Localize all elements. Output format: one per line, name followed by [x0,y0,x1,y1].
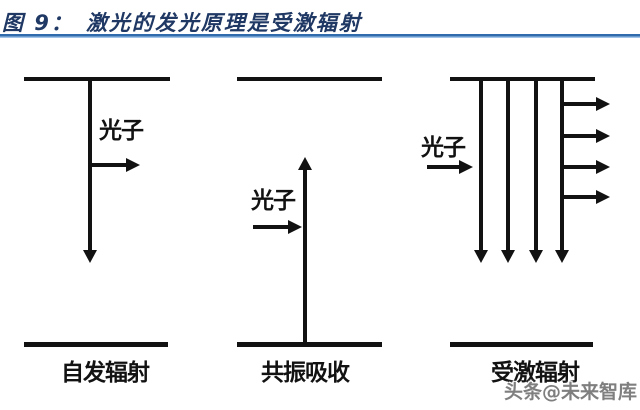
title-divider-rule [0,34,640,38]
lower-energy-level-line [237,342,382,347]
output-photon-arrow-shaft-1 [562,102,596,106]
figure-title: 图 9： 激光的发光原理是受激辐射 [2,7,362,37]
diagram-caption: 受激辐射 [491,360,580,386]
emission-arrowhead-icon-2 [501,250,515,263]
emission-arrowhead-icon-3 [529,250,543,263]
lower-energy-level-line [24,342,168,347]
output-photon-arrowhead-icon-1 [596,97,610,111]
output-photon-arrow-shaft-3 [562,165,596,169]
output-photon-arrowhead-icon-4 [596,190,610,204]
photon-arrow-shaft [92,163,127,167]
emission-arrowhead-icon-1 [474,250,488,263]
photon-arrow-shaft [427,165,459,169]
emission-arrowhead-icon-4 [555,250,569,263]
emission-arrow-shaft-2 [506,80,510,250]
output-photon-arrowhead-icon-2 [596,129,610,143]
upper-energy-level-line [24,77,170,81]
figure-number-label: 图 9： [2,11,74,35]
watermark-text: 头条@未来智库 [504,381,638,403]
output-photon-arrowhead-icon-3 [596,160,610,174]
upward-transition-arrow-shaft [303,168,307,345]
photon-arrowhead-icon [459,160,473,174]
photon-arrowhead-icon [126,158,140,172]
photon-label: 光子 [421,135,466,161]
photon-label: 光子 [251,188,296,214]
photon-arrowhead-icon [288,220,302,234]
photon-arrow-shaft [253,225,288,229]
upward-transition-arrowhead-icon [298,157,312,170]
emission-arrow-shaft-1 [479,80,483,250]
upper-energy-level-line [237,77,382,81]
diagram-caption: 自发辐射 [61,360,150,386]
lower-energy-level-line [450,342,593,347]
output-photon-arrow-shaft-2 [562,134,596,138]
figure-title-text: 激光的发光原理是受激辐射 [85,11,362,35]
diagram-caption: 共振吸收 [261,360,350,386]
upper-energy-level-line [450,77,595,81]
downward-transition-arrow-shaft [88,80,92,250]
photon-label: 光子 [99,118,144,144]
emission-arrow-shaft-3 [534,80,538,250]
downward-transition-arrowhead-icon [83,250,97,263]
output-photon-arrow-shaft-4 [562,195,596,199]
